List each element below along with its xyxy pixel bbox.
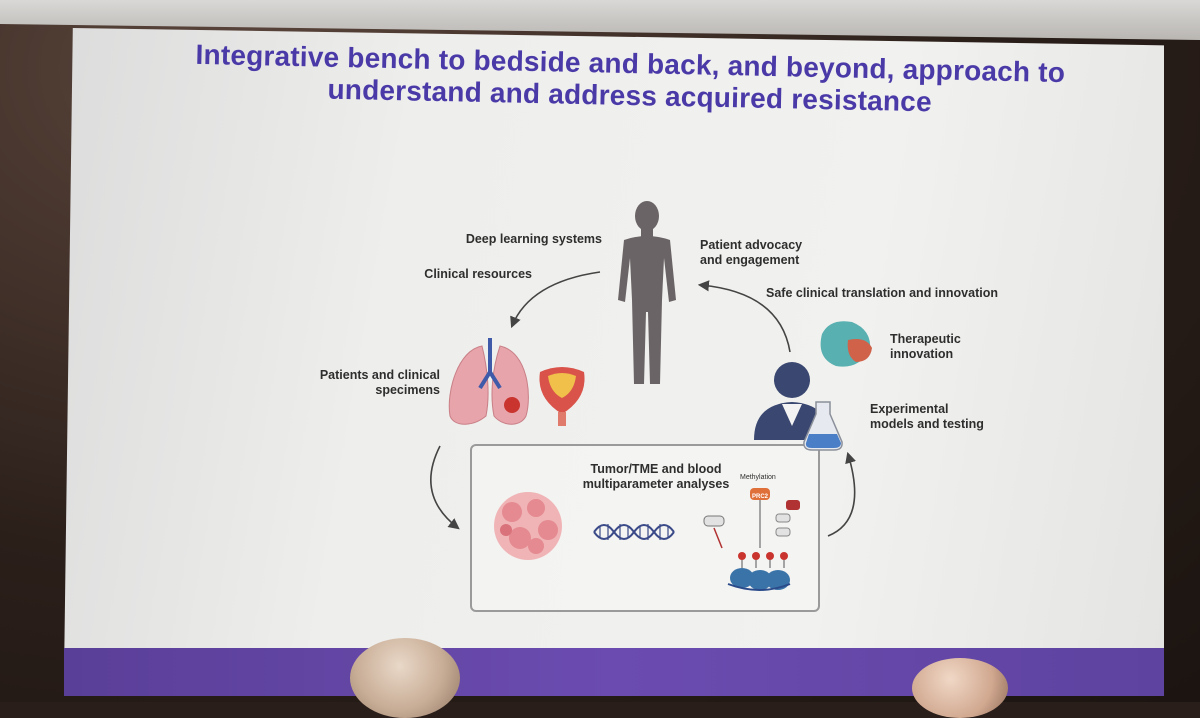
- diagram-graphics: [430, 201, 872, 591]
- tumor-cell-icon: [494, 492, 562, 560]
- label-safe-translation: Safe clinical translation and innovation: [766, 286, 998, 300]
- label-patient-advocacy-line1: Patient advocacy: [700, 238, 803, 252]
- audience-head-right: [912, 658, 1008, 718]
- label-analyses: Tumor/TME and blood multiparameter analy…: [566, 462, 746, 492]
- label-patient-advocacy: Patient advocacy and engagement: [700, 238, 860, 268]
- arrow-to-human: [697, 280, 791, 353]
- lungs-icon: [448, 338, 529, 425]
- human-figure-icon: [618, 201, 676, 384]
- label-experimental-line2: models and testing: [870, 417, 984, 431]
- label-patient-advocacy-line2: and engagement: [700, 253, 800, 267]
- arrow-to-patients: [510, 271, 601, 329]
- label-methylation: Methylation: [740, 474, 776, 481]
- label-therapeutic-line1: Therapeutic: [890, 332, 961, 346]
- label-deep-learning: Deep learning systems: [465, 232, 602, 246]
- projection-screen: [64, 28, 1164, 695]
- label-experimental: Experimental models and testing: [870, 402, 1020, 432]
- methylation-diagram: [703, 488, 800, 549]
- label-clinical-resources: Clinical resources: [424, 267, 532, 281]
- arrow-to-experimental: [827, 451, 856, 537]
- label-prc2: PRC2: [752, 494, 769, 500]
- arrow-to-analysis: [430, 445, 460, 530]
- label-analyses-line1: Tumor/TME and blood: [590, 462, 722, 476]
- bladder-icon: [539, 367, 585, 426]
- label-analyses-line2: multiparameter analyses: [582, 477, 730, 491]
- label-experimental-line1: Experimental: [870, 402, 949, 416]
- label-therapeutic: Therapeutic innovation: [890, 332, 1010, 362]
- flask-icon: [803, 401, 843, 451]
- nucleosome-icon: [727, 552, 791, 591]
- label-therapeutic-line2: innovation: [890, 347, 954, 361]
- label-patients-line1: Patients and clinical: [319, 368, 440, 382]
- audience-head-left: [350, 638, 460, 718]
- protein-icon: [820, 321, 872, 367]
- label-patients-specimens: Patients and clinical specimens: [290, 368, 440, 398]
- dna-icon: [593, 524, 675, 540]
- label-patients-line2: specimens: [375, 383, 440, 397]
